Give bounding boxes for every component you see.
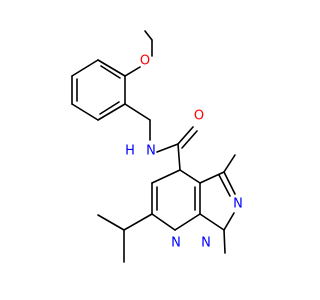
bond: [99, 101, 120, 115]
bond: [151, 213, 176, 231]
bond: [199, 213, 225, 231]
molecule-structure: O O N H N N N: [71, 30, 243, 263]
bond: [181, 130, 198, 149]
bond: [71, 59, 99, 77]
atom-oxygen-methoxy: O: [140, 54, 150, 69]
bond: [71, 103, 99, 121]
bond: [97, 59, 126, 77]
bond: [223, 229, 226, 254]
bond: [177, 143, 181, 171]
atom-nitrogen-pyridine: N: [171, 236, 181, 251]
pyrazolopyridine-core: [151, 169, 236, 231]
atom-nitrogen-pyrazole-2: N: [233, 197, 243, 212]
bond: [144, 30, 153, 41]
bond: [124, 103, 151, 121]
methoxyphenyl-ring: [71, 59, 126, 121]
bond: [156, 143, 179, 153]
bond: [124, 66, 141, 77]
bond: [179, 169, 201, 184]
bond: [223, 212, 235, 231]
bond: [174, 213, 201, 231]
atom-hydrogen-amide: H: [125, 144, 135, 159]
atom-nitrogen-pyrazole-1: N: [201, 236, 211, 251]
atom-nitrogen-amide: N: [146, 144, 156, 159]
bond: [218, 174, 231, 197]
bond: [177, 126, 194, 145]
molecule-diagram: O O N H N N N: [71, 30, 243, 263]
bond: [97, 214, 125, 231]
bond: [100, 65, 121, 79]
atom-oxygen-carbonyl: O: [194, 109, 204, 124]
bond: [223, 171, 236, 195]
bond: [223, 154, 236, 173]
bond: [151, 169, 181, 184]
bond: [123, 213, 153, 231]
bond: [199, 171, 225, 184]
bond: [97, 103, 126, 121]
